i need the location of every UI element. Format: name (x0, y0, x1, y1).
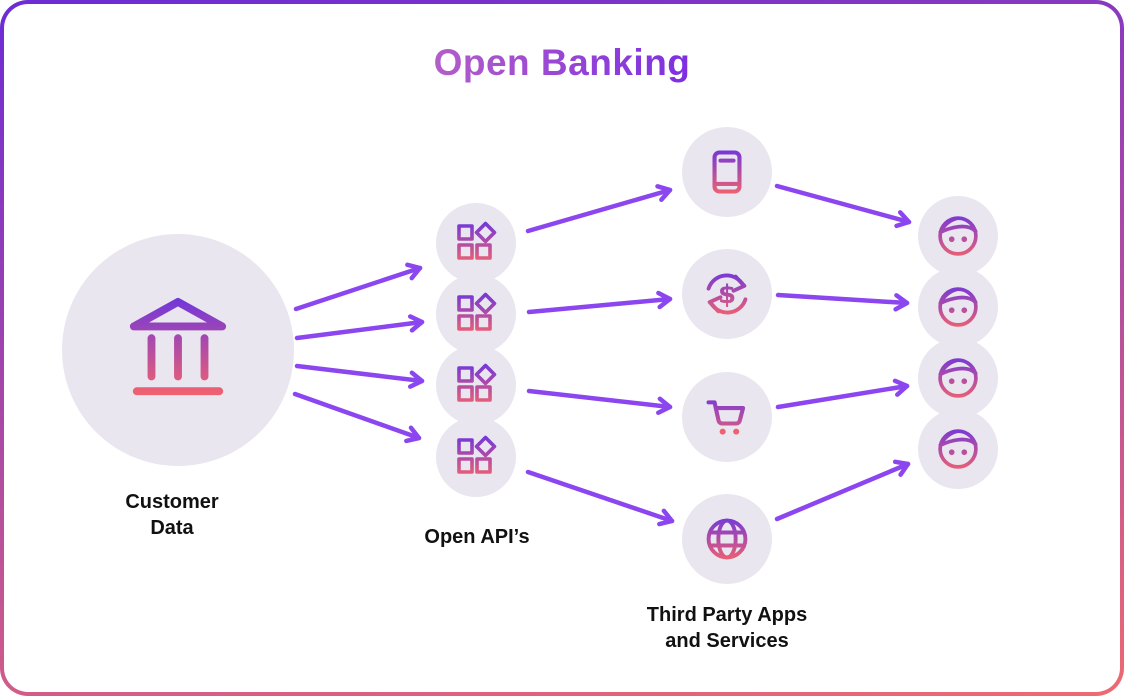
arrow (525, 184, 673, 234)
arrow (774, 183, 912, 229)
arrow (775, 292, 910, 312)
arrow (526, 290, 673, 315)
user-face-icon (938, 429, 978, 469)
open-api-node-4 (436, 417, 516, 497)
api-grid-icon (457, 292, 497, 331)
third-party-node-4 (682, 494, 772, 584)
arrow (526, 388, 673, 415)
arrow (292, 391, 422, 444)
money-transfer-icon: $ (706, 273, 748, 315)
user-node-1 (918, 196, 998, 276)
user-face-icon (938, 358, 978, 398)
user-face-icon (938, 216, 978, 256)
open-api-node-3 (436, 345, 516, 425)
third-party-node-1 (682, 127, 772, 217)
globe-icon (706, 518, 748, 560)
api-grid-icon (457, 435, 497, 474)
customer-data-node (62, 234, 294, 466)
api-grid-icon (457, 363, 497, 402)
user-face-icon (938, 287, 978, 327)
arrow (294, 363, 425, 389)
user-node-2 (918, 267, 998, 347)
user-node-3 (918, 338, 998, 418)
shopping-cart-icon (706, 400, 746, 435)
smartphone-icon (712, 150, 742, 194)
open-apis-label: Open API’s (424, 526, 530, 548)
arrow (293, 262, 423, 312)
page-title: Open Banking (0, 42, 1124, 84)
arrow (775, 378, 910, 410)
svg-text:$: $ (718, 280, 736, 310)
arrow (294, 314, 425, 341)
arrow (774, 459, 911, 522)
third-party-node-2: $ (682, 249, 772, 339)
customer-data-label: Customer Data (125, 491, 219, 539)
third-party-node-3 (682, 372, 772, 462)
bank-icon (129, 297, 227, 396)
open-api-node-1 (436, 203, 516, 283)
third-party-label: Third Party Apps and Services (646, 604, 808, 652)
api-grid-icon (457, 221, 497, 260)
user-node-4 (918, 409, 998, 489)
arrow (525, 469, 675, 527)
open-api-node-2 (436, 274, 516, 354)
